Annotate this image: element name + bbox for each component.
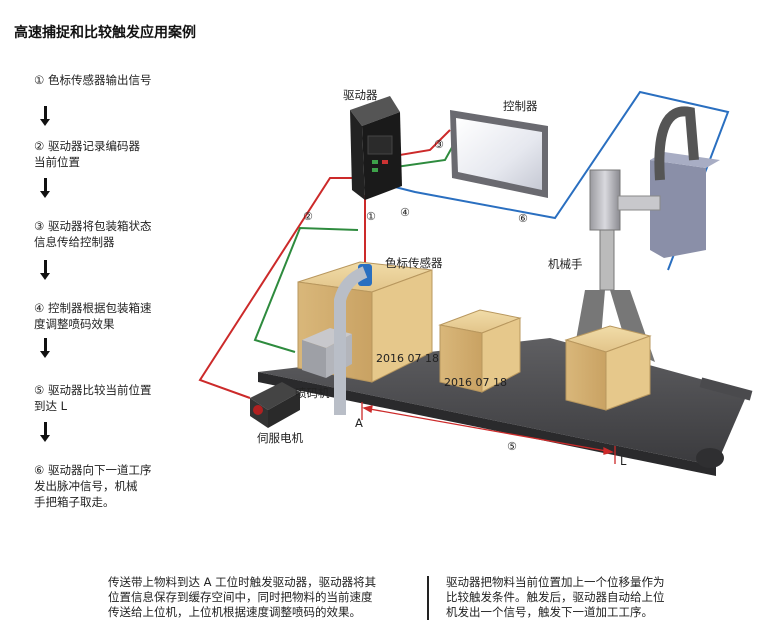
marker-4: ④: [400, 206, 410, 219]
inkjet-printer: [302, 266, 368, 415]
caption-divider: [427, 576, 429, 620]
step-text: 控制器根据包装箱速 度调整喷码效果: [34, 301, 152, 331]
caption-right: 驱动器把物料当前位置加上一个位移量作为 比较触发条件。触发后，驱动器自动给上位 …: [446, 575, 665, 619]
carton-box-3: [564, 325, 652, 411]
carton-box-2: 2016 07 18: [438, 309, 522, 393]
marker-3: ③: [434, 138, 444, 151]
label-color-sensor: 色标传感器: [385, 256, 443, 270]
step-number: ⑥: [34, 463, 45, 477]
down-arrow-icon: [40, 260, 50, 280]
travel-distance-line: [361, 402, 616, 464]
step-text: 驱动器记录编码器 当前位置: [34, 139, 140, 169]
label-robot-arm: 机械手: [548, 257, 583, 271]
box-date-mark: 2016 07 18: [376, 352, 439, 365]
label-inkjet: 喷码机: [295, 386, 330, 400]
step-1: ① 色标传感器输出信号: [34, 72, 151, 88]
green-wire: [253, 226, 359, 353]
step-text: 驱动器比较当前位置 到达 L: [34, 383, 152, 413]
box-date-mark: 2016 07 18: [444, 376, 507, 389]
label-point-a: A: [355, 416, 363, 430]
marker-5: ⑤: [507, 440, 517, 453]
step-6: ⑥ 驱动器向下一道工序 发出脉冲信号，机械 手把箱子取走。: [34, 462, 151, 510]
step-text: 驱动器将包装箱状态 信息传给控制器: [34, 219, 152, 249]
down-arrow-icon: [40, 106, 50, 126]
step-text: 驱动器向下一道工序 发出脉冲信号，机械 手把箱子取走。: [34, 463, 152, 509]
robot-arm: [572, 106, 720, 362]
step-4: ④ 控制器根据包装箱速 度调整喷码效果: [34, 300, 151, 332]
packaging-line-diagram: 2016 07 18 2016 07 18 驱动器 控制器 色标传感器 机: [198, 88, 753, 476]
marker-2: ②: [303, 210, 313, 223]
down-arrow-icon: [40, 178, 50, 198]
red-wire: [198, 177, 357, 399]
label-controller: 控制器: [503, 99, 538, 113]
step-number: ④: [34, 301, 45, 315]
label-servo-motor: 伺服电机: [257, 431, 303, 445]
servo-motor: [250, 382, 300, 428]
down-arrow-icon: [40, 338, 50, 358]
step-text: 色标传感器输出信号: [47, 73, 152, 87]
marker-6: ⑥: [518, 212, 528, 225]
blue-wire: [374, 90, 730, 271]
marker-1: ①: [366, 210, 376, 223]
step-number: ①: [34, 73, 45, 87]
down-arrow-icon: [40, 422, 50, 442]
step-3: ③ 驱动器将包装箱状态 信息传给控制器: [34, 218, 151, 250]
servo-driver: [350, 96, 402, 200]
step-number: ⑤: [34, 383, 45, 397]
step-5: ⑤ 驱动器比较当前位置 到达 L: [34, 382, 151, 414]
label-point-l: L: [620, 454, 627, 468]
step-number: ③: [34, 219, 45, 233]
label-driver: 驱动器: [343, 88, 378, 102]
controller-screen: [450, 110, 548, 198]
page-title: 高速捕捉和比较触发应用案例: [14, 25, 196, 41]
caption-left: 传送带上物料到达 A 工位时触发驱动器，驱动器将其 位置信息保存到缓存空间中，同…: [108, 575, 377, 619]
step-number: ②: [34, 139, 45, 153]
step-2: ② 驱动器记录编码器 当前位置: [34, 138, 140, 170]
